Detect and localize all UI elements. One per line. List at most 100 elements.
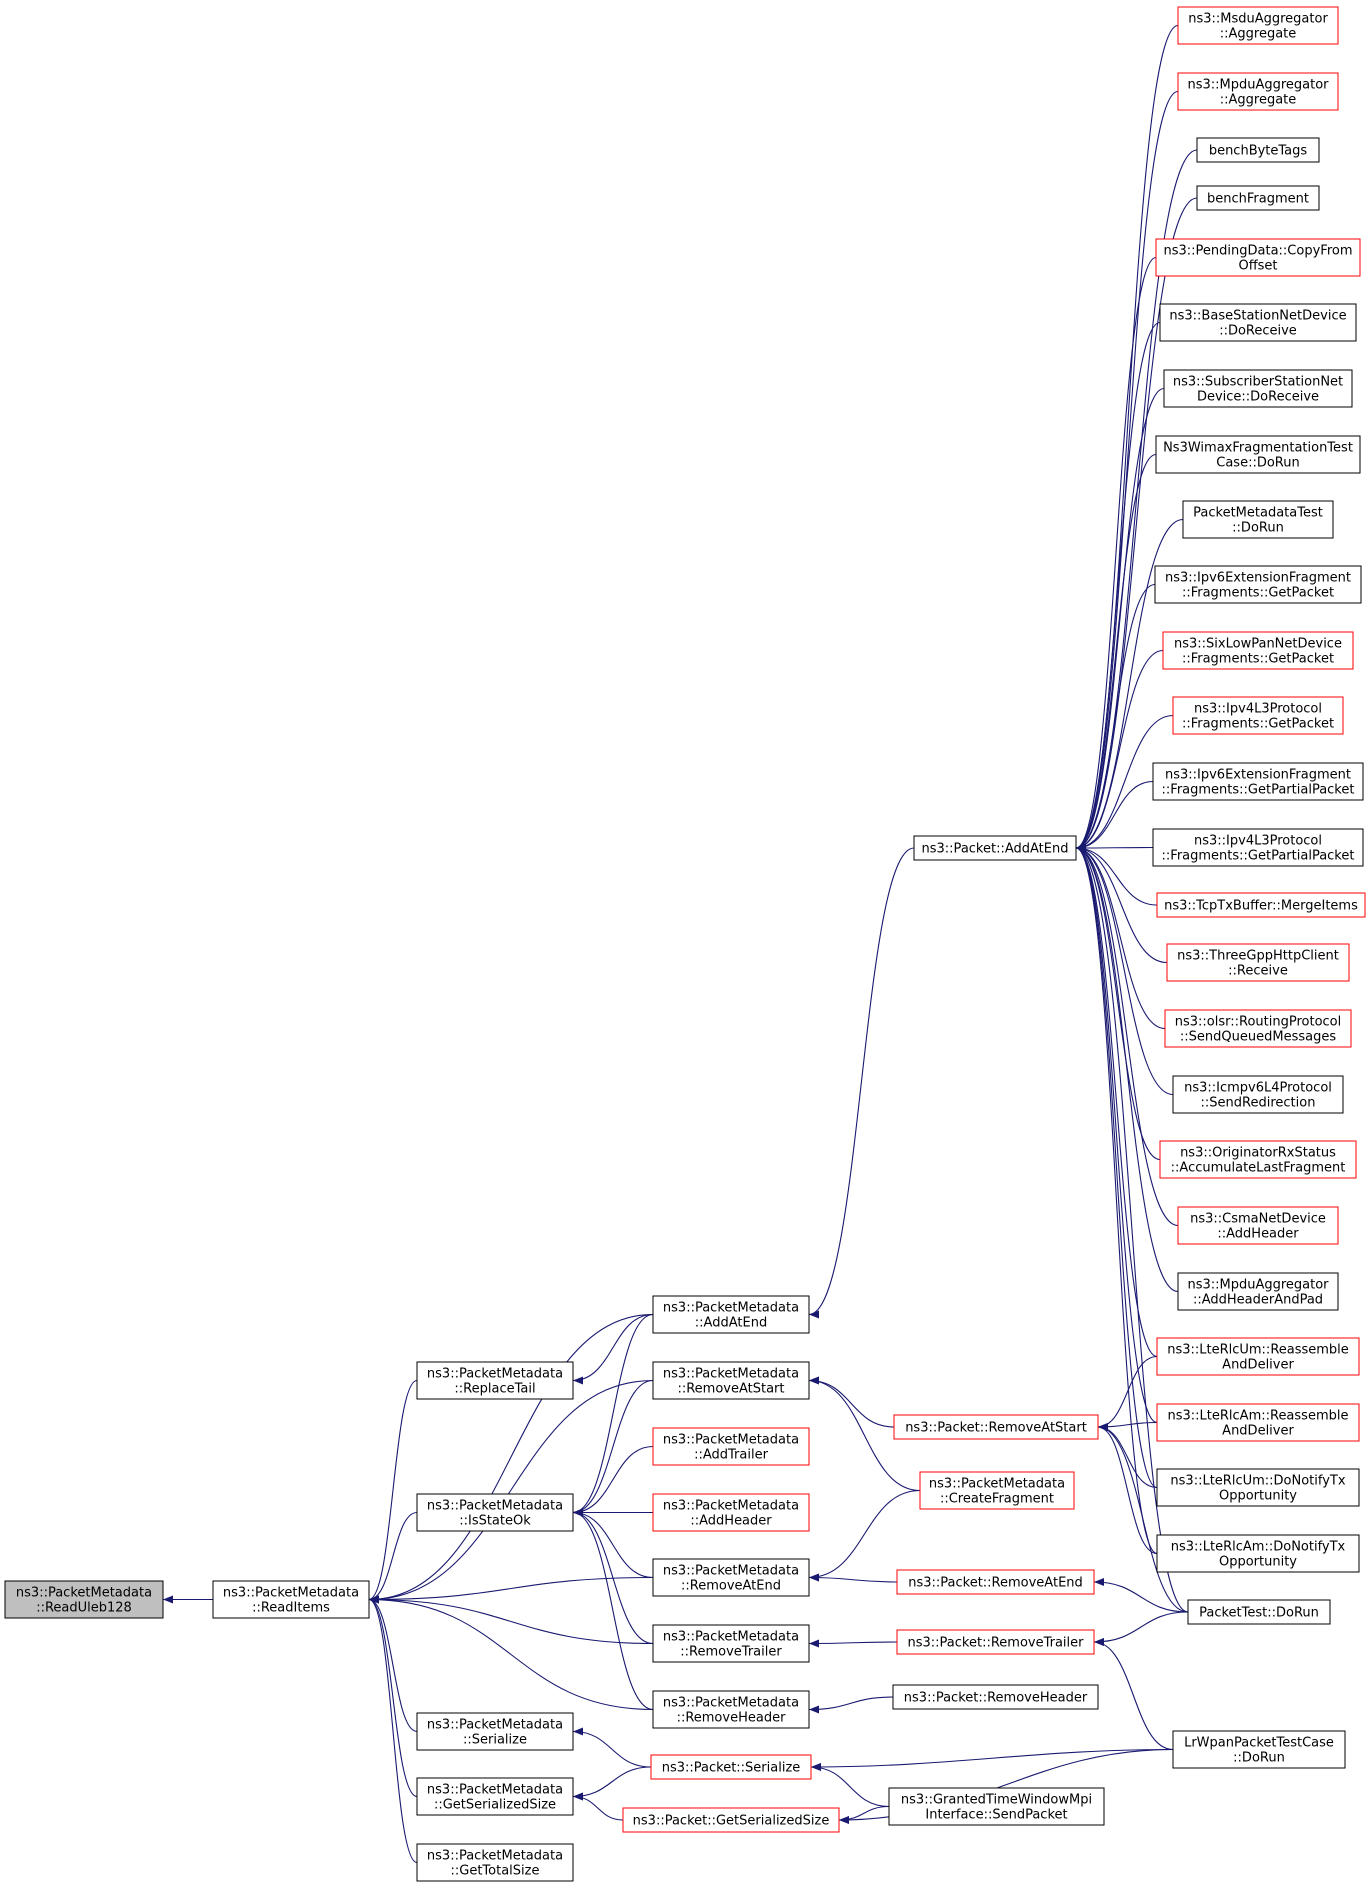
graph-node-box xyxy=(652,1558,810,1597)
graph-node-p_addatend[interactable]: ns3::Packet::AddAtEnd xyxy=(913,835,1077,861)
graph-node-pm_createfragment[interactable]: ns3::PacketMetadata::CreateFragment xyxy=(919,1471,1075,1510)
graph-node-label: ::Fragments::GetPacket xyxy=(1182,652,1334,667)
call-edge-pm_removeatend-to-isstateok xyxy=(572,1508,654,1579)
graph-node-box xyxy=(650,1754,812,1780)
graph-node-box xyxy=(1156,1337,1360,1376)
graph-node-bs_doreceive[interactable]: ns3::BaseStationNetDevice::DoReceive xyxy=(1159,303,1357,342)
call-edge-p_serialize-to-pm_serialize xyxy=(572,1727,652,1768)
graph-node-pm_removetrailer[interactable]: ns3::PacketMetadata::RemoveTrailer xyxy=(652,1624,810,1663)
graph-node-pm_removeheader[interactable]: ns3::PacketMetadata::RemoveHeader xyxy=(652,1690,810,1729)
graph-node-label: ::Fragments::GetPartialPacket xyxy=(1162,849,1355,864)
graph-node-box xyxy=(652,1427,810,1466)
graph-node-label: AndDeliver xyxy=(1222,1358,1294,1373)
call-edge-csma_addheader-to-p_addatend xyxy=(1075,844,1179,1227)
graph-node-pm_addtrailer[interactable]: ns3::PacketMetadata::AddTrailer xyxy=(652,1427,810,1466)
graph-node-icmpv6_sendredirect[interactable]: ns3::Icmpv6L4Protocol::SendRedirection xyxy=(1172,1075,1344,1114)
graph-node-box xyxy=(416,1777,574,1816)
call-edge-p_getserializedsize-to-pm_getserializedsize xyxy=(572,1792,624,1821)
graph-node-tcptx_mergeitems[interactable]: ns3::TcpTxBuffer::MergeItems xyxy=(1156,892,1366,918)
call-edge-lrwpan_dorun-to-p_serialize xyxy=(810,1748,1174,1771)
graph-node-packettest_dorun[interactable]: PacketTest::DoRun xyxy=(1187,1599,1331,1625)
call-edge-icmpv6_sendredirect-to-p_addatend xyxy=(1075,844,1174,1096)
call-edge-pm_createfragment-to-pm_removeatstart xyxy=(808,1376,921,1492)
graph-node-isstateok[interactable]: ns3::PacketMetadata::IsStateOk xyxy=(416,1493,574,1532)
call-edge-lterlcum_reassemble-to-p_removeatstart xyxy=(1097,1355,1158,1431)
call-edge-packettest_dorun-to-p_removeatend xyxy=(1093,1578,1189,1613)
graph-node-label: ::Aggregate xyxy=(1220,27,1297,42)
graph-node-pm_removeatstart[interactable]: ns3::PacketMetadata::RemoveAtStart xyxy=(652,1361,810,1400)
graph-node-label: ::IsStateOk xyxy=(459,1514,531,1529)
graph-node-label: ::CreateFragment xyxy=(940,1492,1054,1507)
graph-node-csma_addheader[interactable]: ns3::CsmaNetDevice::AddHeader xyxy=(1177,1206,1339,1245)
graph-node-readitems[interactable]: ns3::PacketMetadata::ReadItems xyxy=(212,1580,370,1619)
graph-node-lrwpan_dorun[interactable]: LrWpanPacketTestCase::DoRun xyxy=(1172,1730,1346,1769)
graph-node-threegpp_receive[interactable]: ns3::ThreeGppHttpClient::Receive xyxy=(1166,943,1350,982)
graph-node-p_removetrailer[interactable]: ns3::Packet::RemoveTrailer xyxy=(896,1629,1095,1655)
graph-node-ipv4l3_getpacket[interactable]: ns3::Ipv4L3Protocol::Fragments::GetPacke… xyxy=(1172,696,1344,735)
call-edge-lterlcam_reassemble-to-p_addatend xyxy=(1075,844,1158,1424)
graph-node-label: ns3::Ipv6ExtensionFragment xyxy=(1165,768,1351,783)
graph-node-pm_serialize[interactable]: ns3::PacketMetadata::Serialize xyxy=(416,1712,574,1751)
graph-node-box xyxy=(1155,435,1361,474)
call-edge-tcptx_mergeitems-to-p_addatend xyxy=(1075,844,1158,906)
call-edge-pending_copyfrom-to-p_addatend xyxy=(1075,256,1157,852)
graph-node-label: ns3::MpduAggregator xyxy=(1187,78,1329,93)
call-edge-p_removetrailer-to-pm_removetrailer xyxy=(808,1639,898,1648)
graph-node-label: ns3::olsr::RoutingProtocol xyxy=(1175,1015,1342,1030)
call-edge-isstateok-to-readitems xyxy=(368,1511,418,1604)
graph-node-label: Ns3WimaxFragmentationTest xyxy=(1163,441,1353,456)
graph-node-p_getserializedsize[interactable]: ns3::Packet::GetSerializedSize xyxy=(622,1807,840,1833)
graph-node-pm_addatend[interactable]: ns3::PacketMetadata::AddAtEnd xyxy=(652,1295,810,1334)
graph-node-label: ns3::MsduAggregator xyxy=(1188,12,1328,27)
graph-node-benchbytetags[interactable]: benchByteTags xyxy=(1196,137,1320,163)
call-edge-pm_removeatstart-to-isstateok xyxy=(572,1379,654,1517)
graph-node-label: ::AddAtEnd xyxy=(695,1316,767,1331)
graph-node-pm_gettotalsize[interactable]: ns3::PacketMetadata::GetTotalSize xyxy=(416,1843,574,1882)
call-edge-pm_removetrailer-to-readitems xyxy=(368,1595,654,1645)
call-edge-lterlcum_reassemble-to-p_addatend xyxy=(1075,844,1158,1358)
graph-node-pm_getserializedsize[interactable]: ns3::PacketMetadata::GetSerializedSize xyxy=(416,1777,574,1816)
graph-node-ipv4l3_getpartial[interactable]: ns3::Ipv4L3Protocol::Fragments::GetParti… xyxy=(1152,828,1364,867)
graph-node-label: ns3::TcpTxBuffer::MergeItems xyxy=(1164,899,1358,914)
graph-node-msdu_aggregate[interactable]: ns3::MsduAggregator::Aggregate xyxy=(1177,6,1339,45)
graph-node-label: ::Serialize xyxy=(463,1733,527,1748)
graph-node-benchfragment[interactable]: benchFragment xyxy=(1196,185,1320,211)
call-edge-p_addatend-to-pm_addatend xyxy=(808,847,915,1319)
graph-node-mpdu_aggregate[interactable]: ns3::MpduAggregator::Aggregate xyxy=(1177,72,1339,111)
graph-node-label: ns3::Icmpv6L4Protocol xyxy=(1184,1081,1332,1096)
graph-node-label: ns3::PacketMetadata xyxy=(663,1433,799,1448)
graph-node-originator_accum[interactable]: ns3::OriginatorRxStatus::AccumulateLastF… xyxy=(1159,1140,1357,1179)
graph-node-sixlowpan_getpacket[interactable]: ns3::SixLowPanNetDevice::Fragments::GetP… xyxy=(1162,631,1354,670)
graph-node-pm_addheader[interactable]: ns3::PacketMetadata::AddHeader xyxy=(652,1493,810,1532)
graph-node-label: ns3::Packet::RemoveTrailer xyxy=(908,1636,1085,1651)
graph-node-replacetail[interactable]: ns3::PacketMetadata::ReplaceTail xyxy=(416,1361,574,1400)
graph-node-ipv6frag_getpacket[interactable]: ns3::Ipv6ExtensionFragment::Fragments::G… xyxy=(1154,565,1362,604)
graph-node-label: ::ReadUleb128 xyxy=(36,1601,132,1616)
graph-node-gtw_sendpacket[interactable]: ns3::GrantedTimeWindowMpiInterface::Send… xyxy=(888,1787,1105,1826)
call-edge-ipv4l3_getpartial-to-p_addatend xyxy=(1075,843,1154,852)
graph-node-mpdu_addheaderandpad[interactable]: ns3::MpduAggregator::AddHeaderAndPad xyxy=(1177,1272,1339,1311)
graph-node-ipv6frag_getpartial[interactable]: ns3::Ipv6ExtensionFragment::Fragments::G… xyxy=(1152,762,1364,801)
graph-node-p_removeatend[interactable]: ns3::Packet::RemoveAtEnd xyxy=(896,1569,1095,1595)
graph-node-pm_removeatend[interactable]: ns3::PacketMetadata::RemoveAtEnd xyxy=(652,1558,810,1597)
graph-node-olsr_sendqueued[interactable]: ns3::olsr::RoutingProtocol::SendQueuedMe… xyxy=(1164,1009,1352,1048)
graph-node-box xyxy=(1156,1534,1360,1573)
call-edge-originator_accum-to-p_addatend xyxy=(1075,844,1161,1161)
graph-node-p_serialize[interactable]: ns3::Packet::Serialize xyxy=(650,1754,812,1780)
graph-node-box xyxy=(1196,137,1320,163)
graph-node-pmtest_dorun[interactable]: PacketMetadataTest::DoRun xyxy=(1182,500,1334,539)
graph-node-label: ::Receive xyxy=(1228,964,1288,979)
graph-node-label: ns3::CsmaNetDevice xyxy=(1190,1212,1326,1227)
graph-node-box xyxy=(622,1807,840,1833)
call-edge-packettest_dorun-to-p_removetrailer xyxy=(1093,1611,1189,1646)
graph-node-p_removeheader[interactable]: ns3::Packet::RemoveHeader xyxy=(892,1684,1099,1710)
graph-node-p_removeatstart[interactable]: ns3::Packet::RemoveAtStart xyxy=(893,1414,1099,1440)
graph-node-ss_doreceive[interactable]: ns3::SubscriberStationNetDevice::DoRecei… xyxy=(1163,369,1353,408)
